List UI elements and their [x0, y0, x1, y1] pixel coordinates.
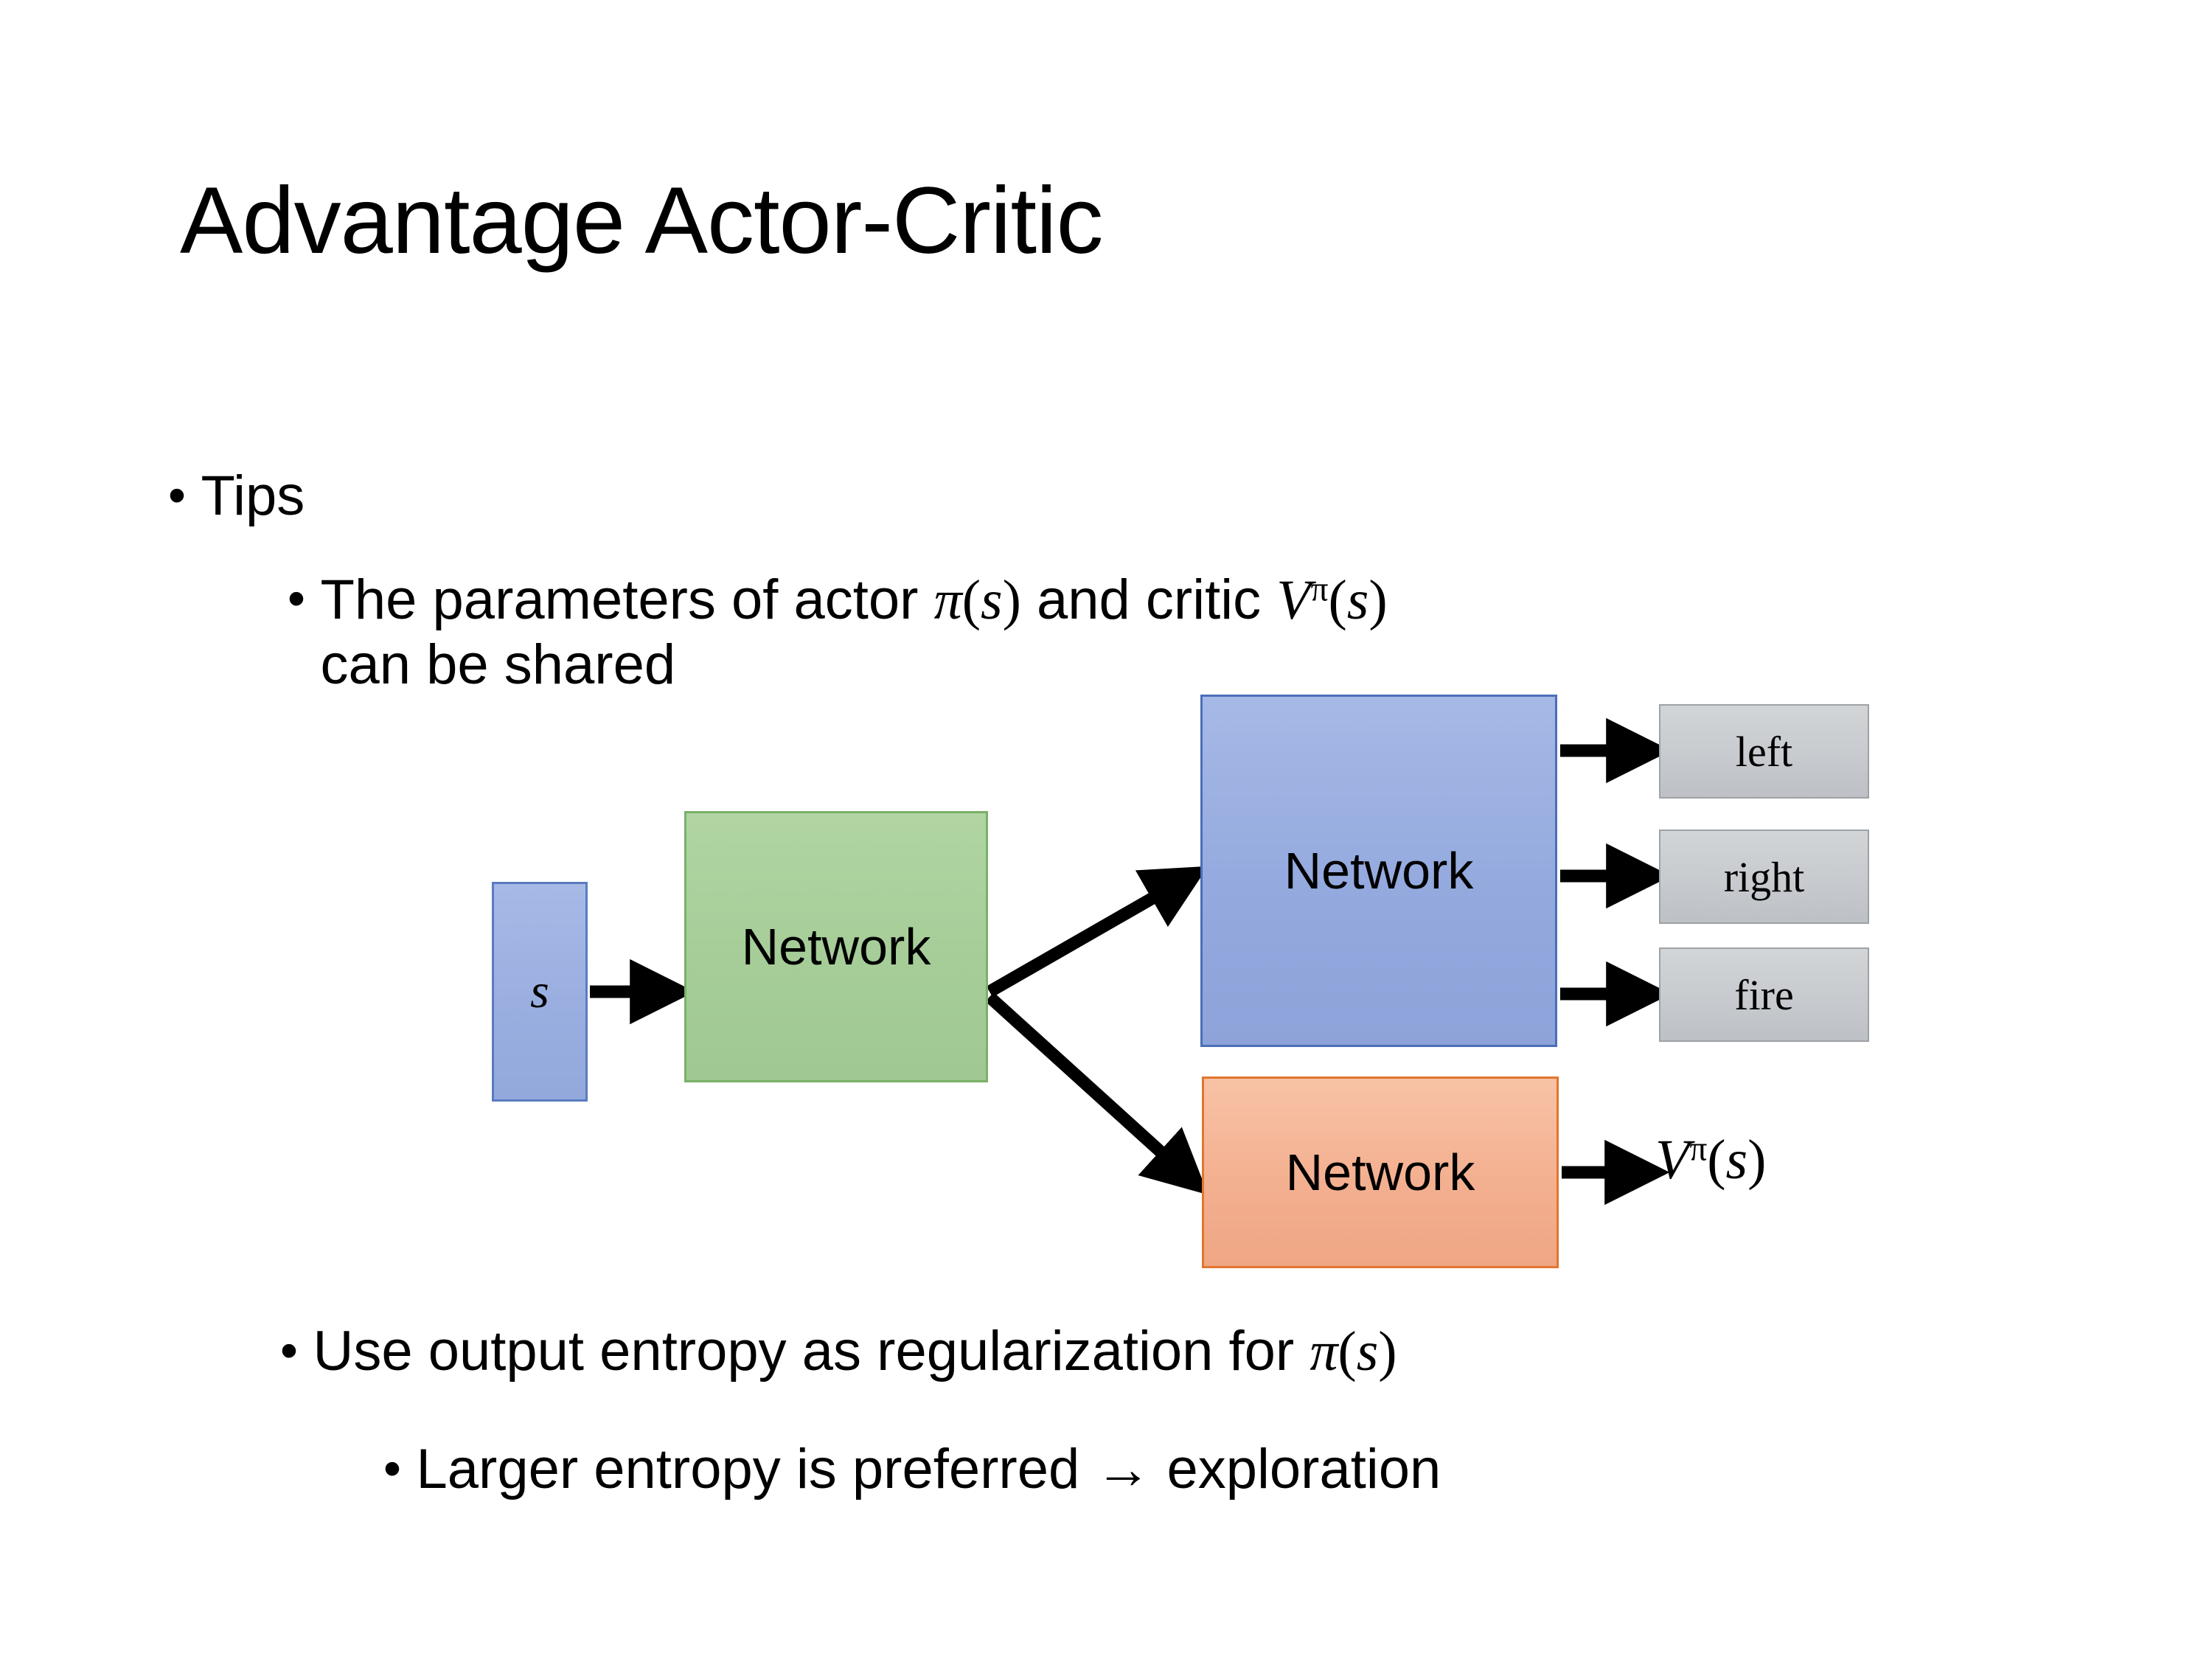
bullet-marker-icon: •: [280, 1323, 298, 1380]
bullet-marker-icon: •: [383, 1441, 401, 1498]
entropy-text-part1: Use output entropy as regularization for: [313, 1320, 1310, 1382]
bullet-larger-entropy-label: Larger entropy is preferred → exploratio…: [416, 1438, 1441, 1500]
value-function-output-label: Vπ(s): [1655, 1128, 1766, 1192]
bullet-entropy-regularization: • Use output entropy as regularization f…: [280, 1320, 2050, 1383]
math-pi-of-s: π(s): [934, 569, 1021, 631]
actor-network-node[interactable]: Network: [1200, 695, 1557, 1047]
math-pi-symbol: π: [933, 569, 962, 631]
input-state-label: s: [530, 964, 549, 1018]
critic-network-node[interactable]: Network: [1202, 1077, 1559, 1268]
math-v-pi-of-s: Vπ(s): [1276, 569, 1387, 631]
math-lparen: (: [1328, 569, 1347, 631]
shared-network-label: Network: [741, 918, 931, 975]
math-pi-superscript: π: [1310, 570, 1329, 609]
math-V-symbol: V: [1276, 569, 1311, 631]
params-text-line2: can be shared: [320, 633, 676, 697]
bullet-entropy-text: Use output entropy as regularization for…: [313, 1320, 2050, 1383]
math-rparen: ): [1368, 569, 1388, 631]
math-pi-symbol: π: [1310, 1321, 1338, 1382]
math-s-symbol: s: [1356, 1321, 1379, 1382]
math-pi-of-s: π(s): [1310, 1321, 1397, 1382]
math-s-symbol: s: [981, 569, 1003, 631]
bullet-tips: • Tips: [168, 465, 1053, 527]
bullet-shared-parameters-text: The parameters of actor π(s) and critic …: [320, 568, 2020, 698]
page-title: Advantage Actor-Critic: [180, 168, 1103, 274]
action-output-left-label: left: [1735, 727, 1793, 776]
math-lparen: (: [1707, 1129, 1726, 1191]
action-output-right-label: right: [1723, 852, 1805, 901]
params-text-part1: The parameters of actor: [320, 568, 934, 631]
bullet-shared-parameters: • The parameters of actor π(s) and criti…: [288, 568, 2020, 698]
shared-network-node[interactable]: Network: [684, 811, 988, 1082]
math-lparen: (: [1338, 1321, 1357, 1382]
action-output-fire-label: fire: [1734, 970, 1794, 1019]
bullet-tips-label: Tips: [201, 465, 305, 527]
math-s-symbol: s: [1346, 569, 1369, 631]
bullet-larger-entropy: • Larger entropy is preferred → explorat…: [383, 1438, 2079, 1500]
critic-network-label: Network: [1285, 1144, 1475, 1201]
params-text-part2: and critic: [1020, 568, 1277, 631]
arrow-shared-to-critic: [985, 992, 1208, 1195]
math-V-symbol: V: [1655, 1129, 1690, 1191]
bullet-marker-icon: •: [288, 571, 305, 627]
bullet-marker-icon: •: [168, 467, 186, 524]
math-rparen: ): [1747, 1129, 1767, 1191]
action-output-right[interactable]: right: [1659, 830, 1869, 924]
math-s-symbol: s: [1725, 1129, 1748, 1191]
math-lparen: (: [961, 569, 981, 631]
math-rparen: ): [1002, 569, 1021, 631]
math-rparen: ): [1378, 1321, 1397, 1382]
action-output-left[interactable]: left: [1659, 704, 1869, 799]
input-state-node[interactable]: s: [492, 882, 588, 1102]
action-output-fire[interactable]: fire: [1659, 947, 1869, 1042]
actor-network-label: Network: [1284, 842, 1474, 900]
math-pi-superscript: π: [1689, 1130, 1708, 1169]
arrow-shared-to-actor: [986, 866, 1208, 998]
